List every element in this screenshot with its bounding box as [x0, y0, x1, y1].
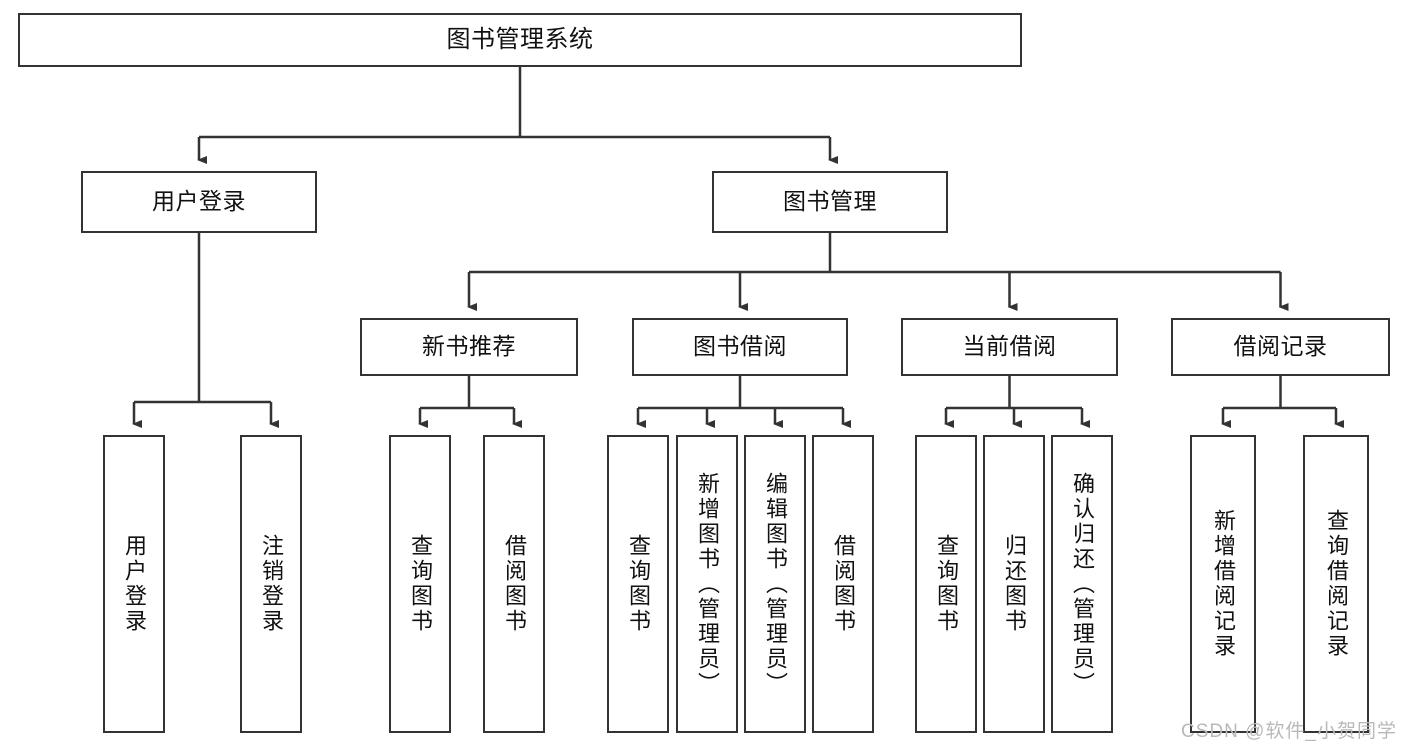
node-label: 用户登录	[152, 188, 246, 215]
node-borrow-record[interactable]: 借阅记录	[1171, 318, 1390, 376]
node-label: 注销登录	[259, 534, 284, 634]
node-leaf-add-record[interactable]: 新增借阅记录	[1190, 435, 1256, 733]
node-label: 用户登录	[122, 534, 147, 634]
node-leaf-user-logout[interactable]: 注销登录	[240, 435, 302, 733]
node-leaf-query-book-3[interactable]: 查询图书	[915, 435, 977, 733]
node-label: 编辑图书（管理员）	[763, 471, 788, 697]
node-label: 图书借阅	[693, 333, 787, 360]
node-leaf-confirm-return[interactable]: 确认归还（管理员）	[1051, 435, 1113, 733]
node-label: 图书管理	[783, 188, 877, 215]
node-label: 查询图书	[626, 534, 651, 634]
node-leaf-query-book-1[interactable]: 查询图书	[389, 435, 451, 733]
node-label: 图书管理系统	[446, 25, 594, 53]
node-leaf-edit-book[interactable]: 编辑图书（管理员）	[744, 435, 806, 733]
node-label: 新增借阅记录	[1211, 509, 1236, 659]
node-label: 查询图书	[934, 534, 959, 634]
node-leaf-borrow-book-2[interactable]: 借阅图书	[812, 435, 874, 733]
node-leaf-user-login[interactable]: 用户登录	[103, 435, 165, 733]
node-label: 借阅图书	[502, 534, 527, 634]
node-new-book-rec[interactable]: 新书推荐	[360, 318, 578, 376]
node-book-manage[interactable]: 图书管理	[712, 171, 948, 233]
node-label: 借阅图书	[831, 534, 856, 634]
node-leaf-return-book[interactable]: 归还图书	[983, 435, 1045, 733]
node-leaf-add-book[interactable]: 新增图书（管理员）	[676, 435, 738, 733]
node-leaf-query-record[interactable]: 查询借阅记录	[1303, 435, 1369, 733]
node-current-borrow[interactable]: 当前借阅	[901, 318, 1118, 376]
node-leaf-borrow-book-1[interactable]: 借阅图书	[483, 435, 545, 733]
node-label: 确认归还（管理员）	[1070, 471, 1095, 697]
node-root[interactable]: 图书管理系统	[18, 13, 1022, 67]
node-label: 借阅记录	[1233, 333, 1328, 360]
node-user-login[interactable]: 用户登录	[81, 171, 317, 233]
node-label: 新书推荐	[422, 333, 516, 360]
node-leaf-query-book-2[interactable]: 查询图书	[607, 435, 669, 733]
node-book-borrow[interactable]: 图书借阅	[632, 318, 848, 376]
node-label: 当前借阅	[962, 333, 1057, 360]
watermark: CSDN @软件_小贺同学	[1181, 721, 1397, 742]
node-label: 查询借阅记录	[1324, 509, 1349, 659]
node-label: 新增图书（管理员）	[695, 471, 720, 697]
node-label: 查询图书	[408, 534, 433, 634]
node-label: 归还图书	[1002, 534, 1027, 634]
